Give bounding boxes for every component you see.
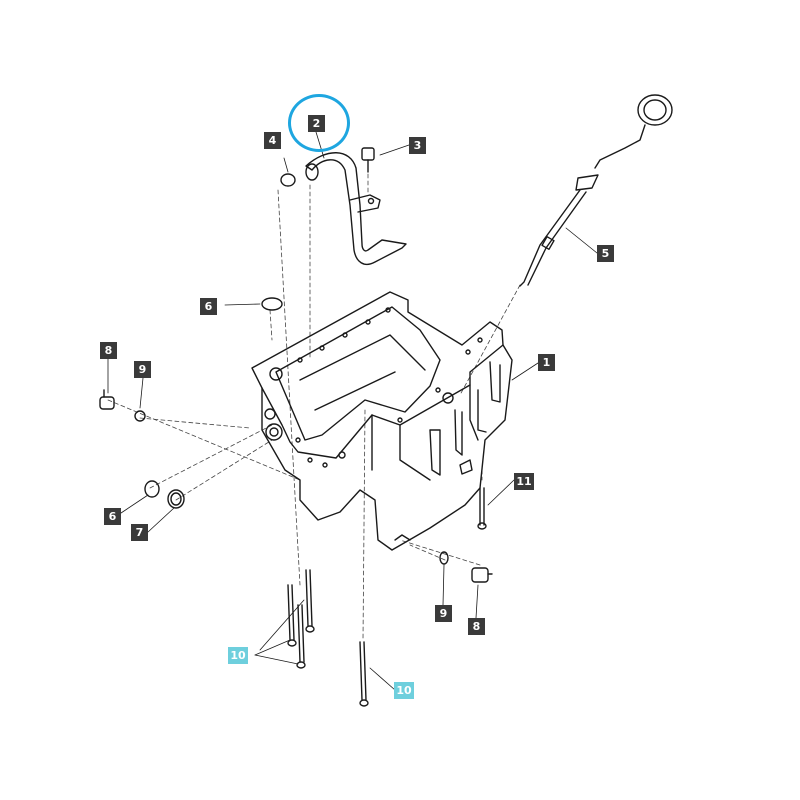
o-ring-part-6-lower	[144, 480, 160, 498]
washer-part-9-right	[439, 551, 449, 565]
long-bolts-part-10	[287, 569, 369, 707]
dipstick	[519, 94, 673, 287]
highlight-ring-part-2	[288, 94, 350, 152]
callout-part-7[interactable]: 7	[131, 524, 148, 541]
o-ring-part-7	[167, 489, 185, 509]
callout-part-6-upper[interactable]: 6	[200, 298, 217, 315]
assembly-guide-lines	[107, 159, 521, 641]
callout-part-9-left[interactable]: 9	[134, 361, 151, 378]
oil-pickup-tube	[305, 152, 407, 266]
callout-part-10-left[interactable]: 10	[228, 647, 248, 664]
callout-part-9-right[interactable]: 9	[435, 605, 452, 622]
callout-part-8-right[interactable]: 8	[468, 618, 485, 635]
callout-part-1[interactable]: 1	[538, 354, 555, 371]
bolt-part-3	[361, 147, 375, 173]
o-ring-part-4	[280, 173, 296, 187]
drain-plug-part-8-left	[99, 389, 115, 410]
callout-part-10-right[interactable]: 10	[394, 682, 414, 699]
bolt-part-11	[477, 487, 487, 530]
callout-part-6-lower[interactable]: 6	[104, 508, 121, 525]
callout-leaders	[107, 131, 598, 691]
drain-plug-part-8-right	[471, 567, 493, 583]
o-ring-part-6-upper	[261, 297, 283, 311]
callout-part-5[interactable]: 5	[597, 245, 614, 262]
washer-part-9-left	[134, 410, 146, 422]
callout-part-8-left[interactable]: 8	[100, 342, 117, 359]
callout-part-2[interactable]: 2	[308, 115, 325, 132]
callout-part-11[interactable]: 11	[514, 473, 534, 490]
callout-part-4[interactable]: 4	[264, 132, 281, 149]
oil-sump-body	[251, 291, 513, 551]
callout-part-3[interactable]: 3	[409, 137, 426, 154]
